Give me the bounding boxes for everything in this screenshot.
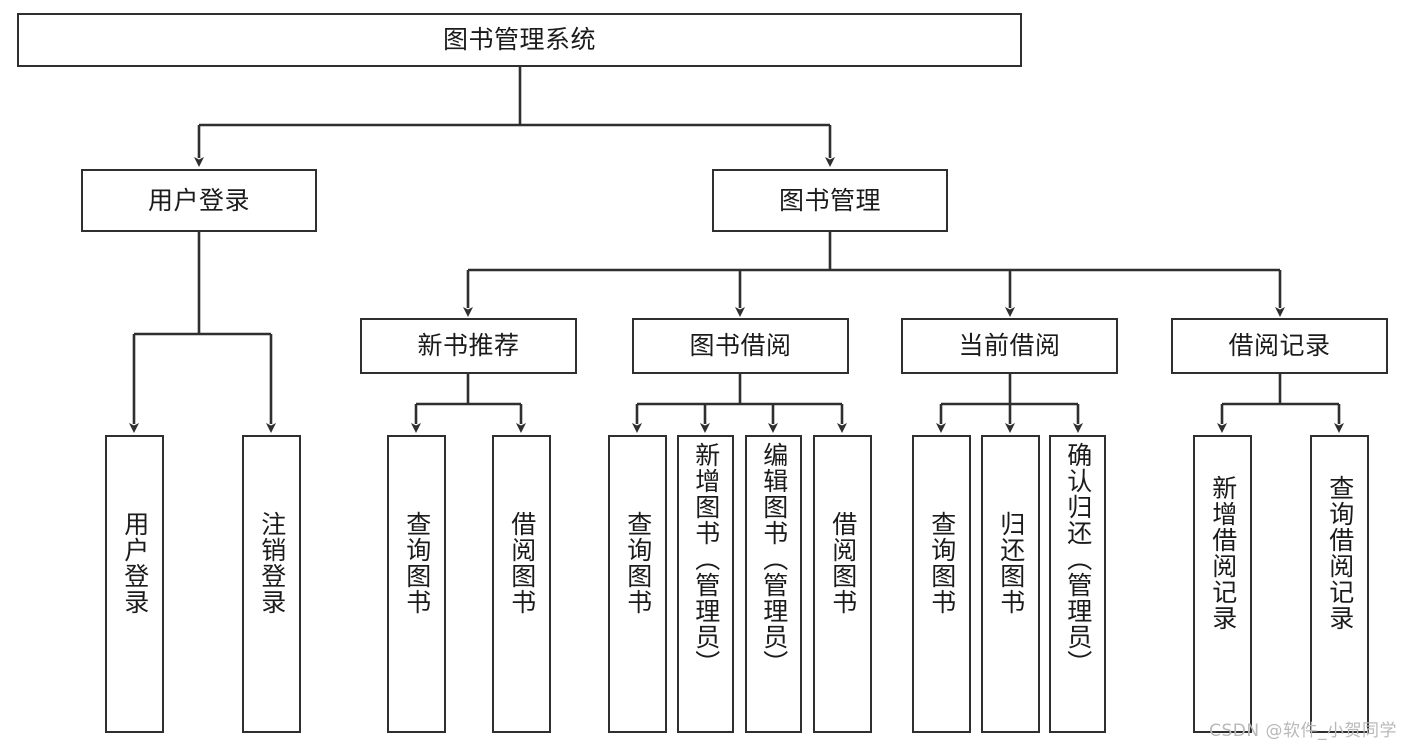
- node-book-borrow[interactable]: 图书借阅: [632, 318, 849, 374]
- node-leaf-user-logout[interactable]: 注销登录: [242, 435, 301, 733]
- node-leaf-query-book-1[interactable]: 查询图书: [387, 435, 446, 733]
- node-book-manage-label: 图书管理: [778, 185, 881, 215]
- node-new-book-rec-label: 新书推荐: [417, 331, 520, 361]
- node-leaf-return-book[interactable]: 归还图书: [981, 435, 1040, 733]
- node-borrow-record[interactable]: 借阅记录: [1171, 318, 1388, 374]
- node-leaf-confirm-return[interactable]: 确认归还（管理员）: [1049, 435, 1106, 733]
- node-leaf-query-book-1-label: 查询图书: [402, 511, 432, 615]
- node-root[interactable]: 图书管理系统: [17, 13, 1022, 67]
- node-borrow-record-label: 借阅记录: [1228, 331, 1331, 361]
- node-book-borrow-label: 图书借阅: [689, 331, 792, 361]
- node-leaf-user-logout-label: 注销登录: [257, 511, 287, 615]
- node-leaf-query-book-2-label: 查询图书: [623, 511, 653, 615]
- node-current-borrow-label: 当前借阅: [958, 331, 1061, 361]
- node-leaf-borrow-book-1[interactable]: 借阅图书: [492, 435, 551, 733]
- node-leaf-add-book[interactable]: 新增图书（管理员）: [677, 435, 734, 733]
- node-current-borrow[interactable]: 当前借阅: [901, 318, 1118, 374]
- node-leaf-confirm-return-label: 确认归还（管理员）: [1063, 442, 1093, 676]
- node-leaf-user-login-label: 用户登录: [120, 511, 150, 615]
- node-leaf-user-login[interactable]: 用户登录: [105, 435, 164, 733]
- node-leaf-query-record[interactable]: 查询借阅记录: [1310, 435, 1369, 733]
- node-leaf-add-record[interactable]: 新增借阅记录: [1193, 435, 1252, 733]
- node-leaf-query-book-3[interactable]: 查询图书: [912, 435, 971, 733]
- node-leaf-return-book-label: 归还图书: [996, 511, 1026, 615]
- node-user-login[interactable]: 用户登录: [81, 169, 317, 232]
- node-leaf-query-record-label: 查询借阅记录: [1325, 475, 1355, 631]
- node-user-login-label: 用户登录: [147, 185, 250, 215]
- node-leaf-borrow-book-1-label: 借阅图书: [507, 511, 537, 615]
- node-leaf-borrow-book-2[interactable]: 借阅图书: [813, 435, 872, 733]
- node-leaf-borrow-book-2-label: 借阅图书: [828, 511, 858, 615]
- node-new-book-rec[interactable]: 新书推荐: [360, 318, 577, 374]
- node-leaf-query-book-2[interactable]: 查询图书: [608, 435, 667, 733]
- node-leaf-add-record-label: 新增借阅记录: [1208, 475, 1238, 631]
- node-book-manage[interactable]: 图书管理: [712, 169, 948, 232]
- node-leaf-edit-book[interactable]: 编辑图书（管理员）: [745, 435, 802, 733]
- watermark: CSDN @软件_小贺同学: [1209, 721, 1397, 741]
- node-leaf-query-book-3-label: 查询图书: [927, 511, 957, 615]
- node-root-label: 图书管理系统: [442, 25, 596, 55]
- node-leaf-edit-book-label: 编辑图书（管理员）: [759, 442, 789, 676]
- node-leaf-add-book-label: 新增图书（管理员）: [691, 442, 721, 676]
